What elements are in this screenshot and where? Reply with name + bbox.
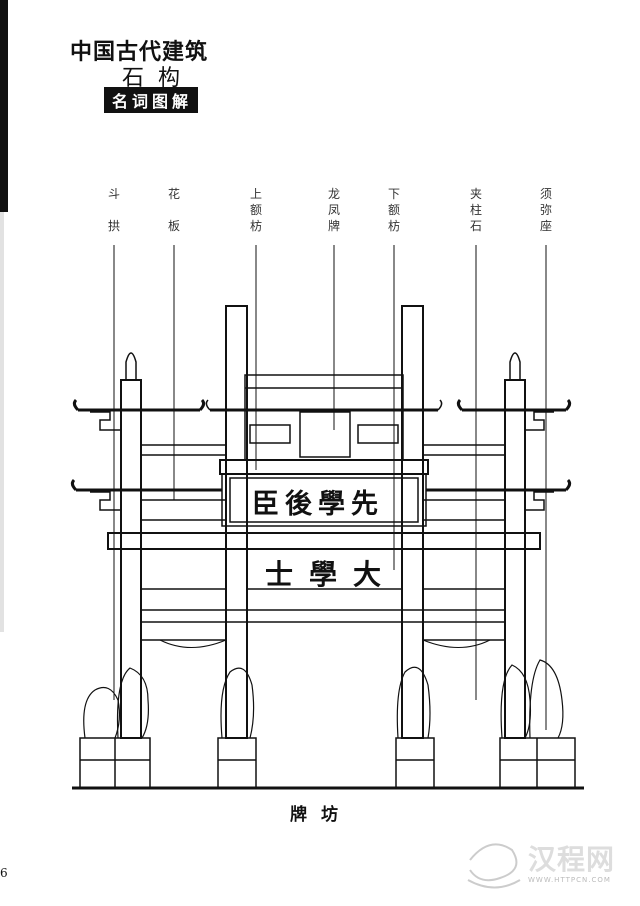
plinths [79, 737, 576, 789]
page-edge-shadow [0, 212, 4, 632]
label-xia-e-fang: 下 额 枋 [387, 187, 400, 233]
finials [125, 352, 521, 381]
stone-lions [83, 659, 564, 739]
section-title: 石构 [122, 66, 195, 91]
label-jia-zhu-shi: 夹 柱 石 [469, 187, 482, 233]
label-huaban: 花 板 [167, 187, 180, 233]
main-lintel [107, 532, 541, 648]
label-xu-mi-zuo: 须 弥 座 [539, 187, 552, 233]
figure-caption: 牌坊 [290, 805, 352, 825]
page-edge-shadow [0, 0, 8, 212]
lower-plaque [246, 548, 403, 590]
longfeng-pai [299, 411, 351, 458]
upper-plaque [229, 477, 419, 523]
huaban-right [422, 499, 506, 521]
side-roofs [70, 398, 572, 521]
series-title: 中国古代建筑 [70, 40, 209, 65]
page-number: 6 [0, 866, 8, 880]
section-badge: 名词图解 [104, 87, 199, 113]
huaban-left [140, 499, 227, 521]
watermark-url: WWW.HTTPCN.COM [528, 876, 611, 884]
upper-plaque-text: 臣後學先 [252, 489, 384, 520]
label-longfeng-pai: 龙 凤 牌 [327, 187, 340, 233]
label-shang-e-fang: 上 额 枋 [249, 187, 262, 233]
watermark-name: 汉程网 [528, 843, 616, 876]
upper-frame [205, 374, 443, 527]
watermark-logo-icon [467, 843, 521, 889]
label-dougong: 斗 拱 [107, 187, 120, 233]
lower-plaque-text: 士學大 [265, 558, 398, 591]
leader-lines [113, 245, 547, 730]
